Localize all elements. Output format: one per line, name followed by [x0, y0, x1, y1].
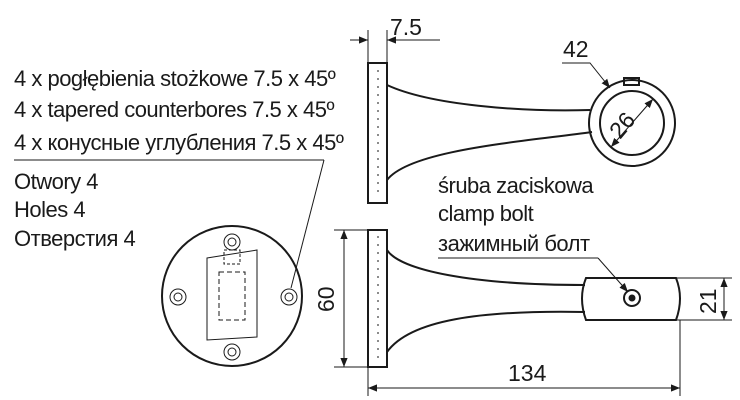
note-bolt-ru: зажимный болт: [438, 231, 590, 256]
top-view-arm-lower: [386, 131, 593, 181]
clamp-bolt-outer: [623, 289, 641, 307]
note-holes-pl: Otwory 4: [14, 169, 98, 194]
countersunk-hole-bottom: [223, 343, 241, 361]
dim-length-label: 134: [508, 360, 547, 386]
ring-outer: [588, 79, 676, 167]
dim-height-label: 60: [313, 286, 339, 312]
side-view: [334, 229, 732, 396]
top-view-arm-upper: [386, 84, 591, 112]
side-view-arm-upper: [386, 249, 586, 286]
note-bolt-en: clamp bolt: [438, 201, 534, 226]
top-clamp-bolt-head: [623, 77, 640, 86]
hidden-slot-outline: [218, 271, 246, 321]
clamp-bolt-center: [628, 294, 636, 302]
countersunk-hole-left: [169, 288, 187, 306]
annotation-text: 4 x pogłębienia stożkowe 7.5 x 45º 4 x t…: [14, 14, 721, 386]
note-countersinks-pl: 4 x pogłębienia stożkowe 7.5 x 45º: [14, 66, 336, 91]
dim-ring-inner-label: 26: [604, 107, 640, 143]
bolt-leader: [597, 257, 629, 293]
countersunk-hole-top: [223, 233, 241, 251]
hidden-bolt-outline: [223, 249, 241, 265]
dim-ring-outer-label: 42: [563, 36, 589, 62]
dim-plate-thickness-label: 7.5: [390, 14, 422, 40]
note-holes-ru: Отверстия 4: [14, 226, 135, 251]
front-view: [14, 159, 325, 367]
dim-ring-outer-leader: [562, 62, 611, 89]
note-countersinks-ru: 4 x конусные углубления 7.5 x 45º: [14, 130, 344, 155]
countersink-leader: [290, 159, 325, 289]
bracket-body-outline: [206, 249, 258, 341]
countersunk-hole-right: [280, 288, 298, 306]
base-plate-outline: [161, 225, 303, 367]
top-view-wall-plate: [367, 62, 388, 204]
note-holes-en: Holes 4: [14, 197, 85, 222]
side-view-arm-lower: [386, 310, 586, 353]
top-view: [350, 30, 676, 204]
note-bolt-pl: śruba zaciskowa: [438, 173, 594, 198]
dim-ring-inner-line: [610, 98, 654, 148]
side-view-wall-plate: [367, 229, 388, 368]
ring-inner: [599, 90, 665, 156]
dim-clamp-diameter-label: 21: [695, 288, 721, 314]
note-countersinks-en: 4 x tapered counterbores 7.5 x 45º: [14, 97, 334, 122]
